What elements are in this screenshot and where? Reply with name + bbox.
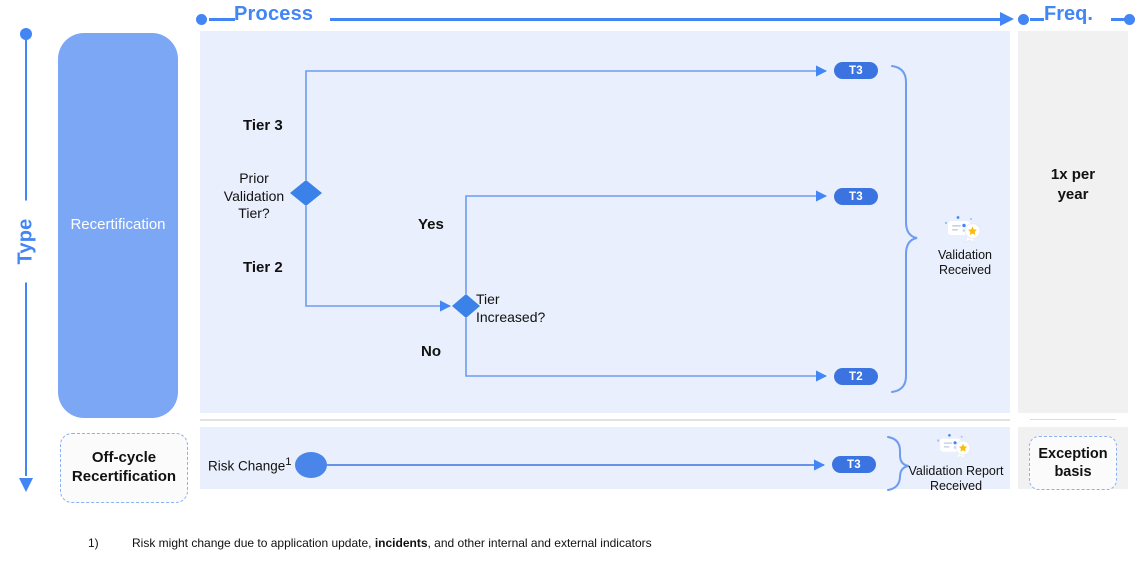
off-cycle-card-label-line2: Recertification bbox=[71, 468, 177, 485]
type-axis: Type bbox=[8, 28, 44, 492]
footnote: 1) Risk might change due to application u… bbox=[88, 536, 1088, 550]
frequency-axis: Freq. bbox=[1018, 3, 1144, 28]
process-axis: Process bbox=[196, 3, 1014, 28]
validation-received-caption-line2: Received bbox=[938, 263, 992, 278]
footnote-marker: 1) bbox=[88, 536, 99, 550]
process-axis-line-left bbox=[209, 18, 235, 21]
validation-received-caption-line1: Validation bbox=[938, 248, 992, 262]
decision-label-line2: Validation bbox=[223, 187, 285, 204]
process-axis-arrow-icon bbox=[1000, 12, 1014, 26]
risk-change-label-text: Risk Change bbox=[208, 458, 286, 474]
validation-badge-icon bbox=[937, 433, 971, 460]
process-axis-start-dot bbox=[196, 14, 207, 25]
frequency-value-line2: year bbox=[1057, 185, 1089, 203]
risk-change-label: Risk Change1 bbox=[208, 456, 292, 474]
decision-label-line1: Tier bbox=[476, 291, 500, 307]
branch-label-tier2: Tier 2 bbox=[243, 259, 283, 276]
decision-label-tier-increased: Tier Increased? bbox=[476, 291, 572, 326]
frequency-exception-line1: Exception bbox=[1038, 445, 1108, 462]
validation-report-received-group: Validation Report Received bbox=[900, 432, 1012, 495]
frequency-axis-left-dot bbox=[1018, 14, 1029, 25]
validation-report-caption-line2: Received bbox=[929, 479, 983, 494]
outcome-badge-t2[interactable]: T2 bbox=[834, 368, 878, 385]
frequency-panel bbox=[1018, 31, 1128, 413]
footnote-text-bold: incidents bbox=[374, 536, 428, 550]
decision-label-line2: Increased? bbox=[476, 308, 546, 325]
validation-report-received-caption: Validation Report Received bbox=[900, 464, 1012, 495]
outcome-badge-t3[interactable]: T3 bbox=[834, 62, 878, 79]
validation-report-caption-line1: Validation Report bbox=[908, 464, 1004, 478]
process-axis-line-right bbox=[330, 18, 1000, 21]
type-axis-arrow-icon bbox=[19, 478, 33, 492]
branch-label-no: No bbox=[421, 343, 441, 360]
footnote-text-before: Risk might change due to application upd… bbox=[132, 536, 375, 550]
recertification-card[interactable]: Recertification bbox=[58, 33, 178, 418]
decision-label-prior-validation-tier: Prior Validation Tier? bbox=[214, 170, 294, 223]
frequency-exception-label: Exception basis bbox=[1038, 445, 1107, 481]
frequency-axis-label: Freq. bbox=[1044, 3, 1093, 25]
frequency-exception-card[interactable]: Exception basis bbox=[1029, 436, 1117, 490]
type-axis-label: Type bbox=[8, 200, 44, 283]
branch-label-yes: Yes bbox=[418, 216, 444, 233]
outcome-badge-t3-off-cycle[interactable]: T3 bbox=[832, 456, 876, 473]
panel-divider bbox=[200, 419, 1010, 421]
decision-label-line3: Tier? bbox=[238, 205, 270, 221]
frequency-value-line1: 1x per bbox=[1050, 166, 1096, 183]
process-panel bbox=[200, 31, 1010, 413]
branch-label-tier3: Tier 3 bbox=[243, 117, 283, 134]
frequency-value-main: 1x per year bbox=[1023, 165, 1123, 204]
frequency-axis-line-left bbox=[1030, 18, 1044, 21]
outcome-badge-t3[interactable]: T3 bbox=[834, 188, 878, 205]
frequency-axis-line-right bbox=[1111, 18, 1125, 21]
decision-label-line1: Prior bbox=[239, 170, 269, 186]
validation-received-caption: Validation Received bbox=[915, 248, 1015, 279]
process-axis-label: Process bbox=[234, 3, 314, 25]
footnote-text-after: , and other internal and external indica… bbox=[427, 536, 652, 550]
frequency-axis-right-dot bbox=[1124, 14, 1135, 25]
frequency-panel-divider bbox=[1030, 419, 1116, 420]
recertification-card-label: Recertification bbox=[70, 216, 166, 234]
validation-badge-icon bbox=[944, 216, 981, 244]
off-cycle-card-label-line1: Off-cycle bbox=[91, 449, 157, 467]
frequency-exception-line2: basis bbox=[1054, 464, 1092, 480]
risk-change-footnote-marker: 1 bbox=[285, 456, 292, 468]
validation-received-group: Validation Received bbox=[915, 214, 1015, 279]
off-cycle-process-panel bbox=[200, 427, 1010, 489]
